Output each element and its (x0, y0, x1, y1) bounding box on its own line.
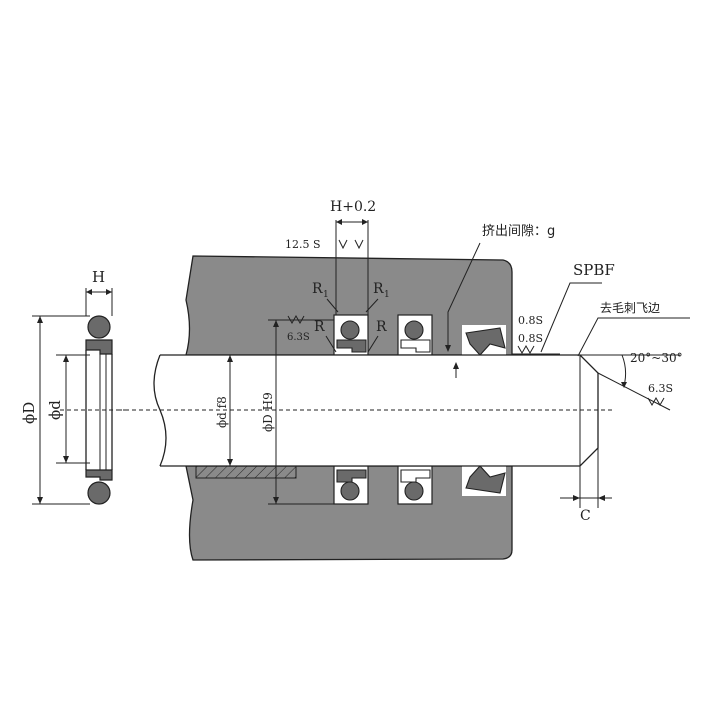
bottom-seal-ring (85, 469, 113, 481)
r1-left-label: R (312, 281, 323, 297)
angle-label: 20°~30° (630, 351, 683, 365)
phi-d-h9-label: ϕD H9 (261, 392, 275, 432)
h-tolerance-label: H+0.2 (330, 199, 376, 215)
wiper-seal-bottom (465, 465, 506, 494)
phi-d-inner-label: ϕd (46, 400, 64, 420)
r-left-label: R (314, 319, 325, 335)
extrusion-gap-label: 挤出间隙：g (482, 224, 555, 239)
roughness-6-3-right-label: 6.3S (648, 382, 673, 395)
wiper-seal-top (465, 327, 506, 356)
roughness-0-8-bottom-label: 0.8S (518, 332, 543, 345)
bottom-o-ring (87, 481, 111, 505)
roughness-12-5-label: 12.5 S (285, 238, 321, 251)
top-o-ring (87, 315, 111, 339)
r1-left-sub: 1 (323, 290, 329, 300)
r-right-label: R (376, 319, 387, 335)
hatched-bushing (195, 465, 297, 479)
seal-section-view: H ϕD ϕd (20, 268, 130, 505)
phi-d-outer-label: ϕD (20, 402, 38, 424)
roughness-6-3-left-label: 6.3S (287, 332, 310, 343)
roughness-0-8-top-label: 0.8S (518, 314, 543, 327)
r1-right-sub: 1 (384, 290, 390, 300)
r1-right-label: R (373, 281, 384, 297)
c-label: C (580, 508, 591, 524)
spbf-label: SPBF (573, 261, 615, 279)
deburr-label: 去毛刺飞边 (600, 301, 660, 315)
phi-d-f8-label: ϕd f8 (215, 396, 229, 428)
top-seal-ring (85, 339, 113, 355)
h-label: H (92, 268, 105, 286)
installation-assembly: H+0.2 12.5 S R 1 R 1 R R 6.3S ϕd f8 ϕD H… (118, 199, 690, 561)
